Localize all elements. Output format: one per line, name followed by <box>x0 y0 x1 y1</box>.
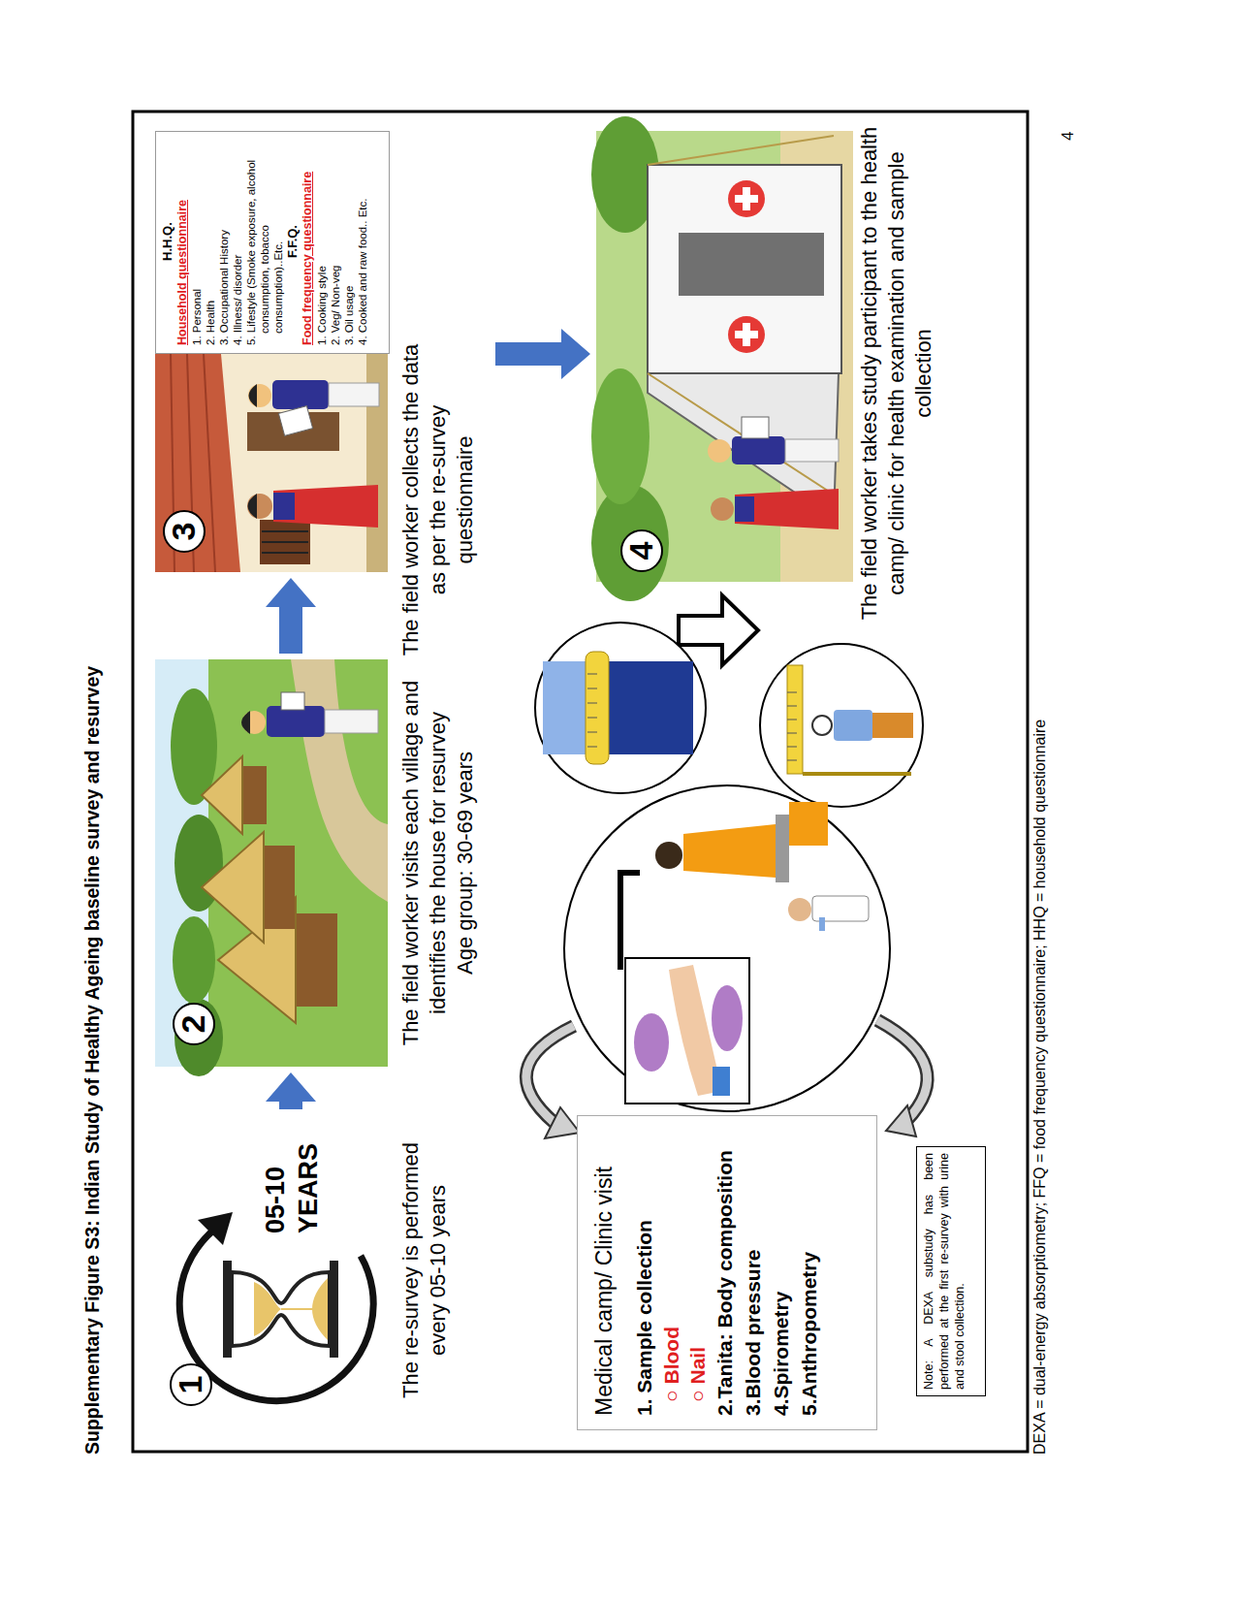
waist-measure-icon <box>535 622 706 793</box>
health-camp-picture <box>591 116 854 602</box>
step-caption: The field worker collects the data as pe… <box>397 342 479 658</box>
step-number: 1 <box>169 1362 213 1406</box>
abbreviation-caption: DEXA = dual-energy absorptiometry; FFQ =… <box>1031 719 1049 1455</box>
page-number: 4 <box>1058 131 1078 141</box>
note-box: Note: A DEXA substudy has been performed… <box>916 1145 986 1396</box>
sample-collection-icon <box>564 785 890 1111</box>
clinic-visit-box: Medical camp/ Clinic visit 1. Sample coll… <box>576 1114 878 1430</box>
clinic-item: 4.Spirometry <box>766 1128 795 1416</box>
height-measure-icon <box>760 643 923 807</box>
flow-arrow <box>265 1072 317 1110</box>
clinic-item: 2.Tanita: Body composition <box>710 1128 739 1416</box>
step-panel: 2 The field worker visits each village an… <box>155 659 500 1067</box>
questionnaire-item: 5. Lifestyle (Smoke exposure, alcohol co… <box>244 137 286 346</box>
clinic-item: 5.Anthropometry <box>794 1128 824 1416</box>
house-visit-picture <box>155 353 388 572</box>
step-panel: 3The field worker collects the data as p… <box>155 130 490 572</box>
clinic-item: Medical camp/ Clinic visit <box>589 1128 619 1416</box>
text-column: Note: A DEXA substudy has been performed… <box>920 1152 968 1390</box>
note-text: Note: A DEXA substudy has been performed… <box>920 1152 968 1390</box>
step-caption: Age group: 30-69 years <box>451 668 479 1057</box>
questionnaire-item: 4. Cooked and raw food.. Etc. <box>355 137 370 346</box>
questionnaire-item: Household questionnaire <box>175 137 191 346</box>
questionnaire-item: H.H.Q. <box>159 137 176 346</box>
step-caption: The field worker takes study participant… <box>855 126 938 621</box>
clinic-item: 1. Sample collection <box>630 1128 659 1416</box>
text-column: The field worker takes study participant… <box>855 126 938 621</box>
text-column: The re-survey is performed every 05-10 y… <box>397 1114 452 1426</box>
figure-title: Supplementary Figure S3: Indian Study of… <box>81 665 104 1455</box>
questionnaire-item: 2. Health <box>203 137 218 346</box>
questionnaire-item: 3. Oil usage <box>342 137 356 346</box>
clinic-item: 3.Blood pressure <box>738 1128 767 1416</box>
flow-arrow <box>265 577 317 654</box>
step-caption: The re-survey is performed every 05-10 y… <box>397 1114 452 1426</box>
step-number: 3 <box>162 509 206 553</box>
questionnaire-item: 1. Cooking style <box>315 137 329 346</box>
step-panel: 4The field worker takes study participan… <box>596 130 951 582</box>
interval-label: 05-10 YEARS <box>258 1134 325 1234</box>
questionnaire-item: 3. Occupational History <box>217 137 231 346</box>
figure-frame <box>132 111 1028 1452</box>
open-arrow <box>678 595 759 666</box>
step-panel: 1 05-10 YEARS The re-survey is performed e… <box>169 1114 461 1426</box>
questionnaire-item: 2. Veg/ Non-veg <box>328 137 343 346</box>
clinic-item: ○ Blood <box>658 1128 685 1416</box>
questionnaire-box: H.H.Q.Household questionnaire1. Personal… <box>155 130 390 354</box>
flow-arrow <box>495 328 591 380</box>
text-column: H.H.Q.Household questionnaire1. Personal… <box>159 137 370 346</box>
clinic-item: ○ Nail <box>684 1128 711 1416</box>
step-number: 4 <box>620 529 664 572</box>
questionnaire-item: 1. Personal <box>190 137 204 346</box>
village-picture <box>155 659 388 1077</box>
step-number: 2 <box>172 1002 216 1046</box>
text-column: Medical camp/ Clinic visit 1. Sample coll… <box>589 1128 824 1416</box>
questionnaire-item: 4. Illness/ disorder <box>230 137 245 346</box>
questionnaire-item: Food frequency questionnaire <box>300 137 316 346</box>
questionnaire-item: F.F.Q. <box>285 137 301 346</box>
step-caption: The field worker visits each village and… <box>397 668 452 1057</box>
text-column: The field worker collects the data as pe… <box>397 342 479 658</box>
text-column: The field worker visits each village and… <box>397 668 479 1057</box>
